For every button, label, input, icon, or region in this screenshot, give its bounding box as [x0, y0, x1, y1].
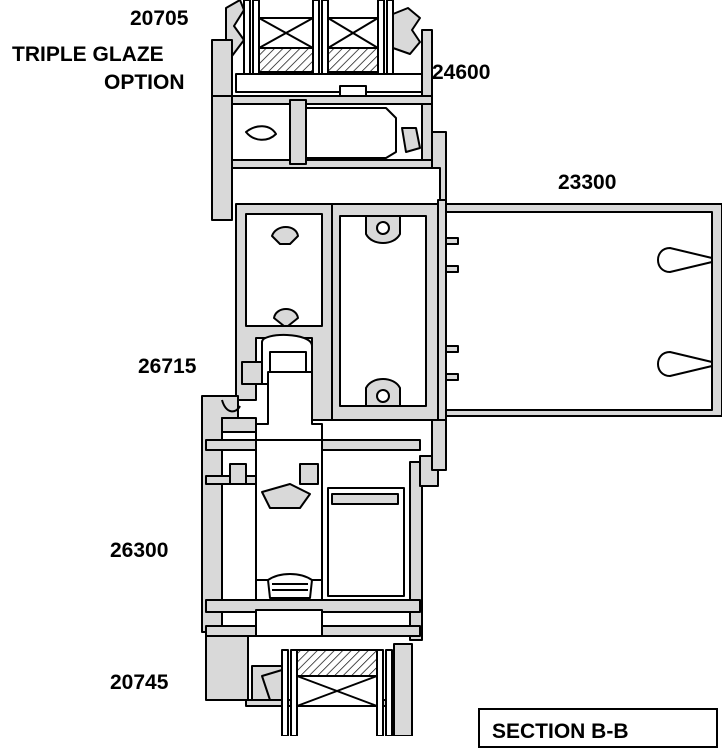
part-label-23300: 23300 [558, 171, 617, 194]
section-title: SECTION B-B [492, 720, 629, 743]
triple-glaze-label-line1: TRIPLE GLAZE [12, 43, 164, 66]
part-label-26715: 26715 [138, 355, 197, 378]
profile-23300 [437, 199, 722, 433]
part-label-20745: 20745 [110, 671, 169, 694]
part-label-20705: 20705 [130, 7, 189, 30]
central-sash-block [325, 203, 439, 421]
profile-26715 [235, 203, 333, 421]
section-title-box: SECTION B-B [478, 708, 718, 748]
profile-26300 [201, 371, 447, 641]
top-glass-unit [225, 0, 421, 75]
triple-glaze-label-line2: OPTION [104, 71, 185, 94]
profile-24600 [231, 29, 447, 201]
part-label-24600: 24600 [432, 61, 491, 84]
bottom-glass-unit [261, 649, 393, 737]
part-label-26300: 26300 [110, 539, 169, 562]
